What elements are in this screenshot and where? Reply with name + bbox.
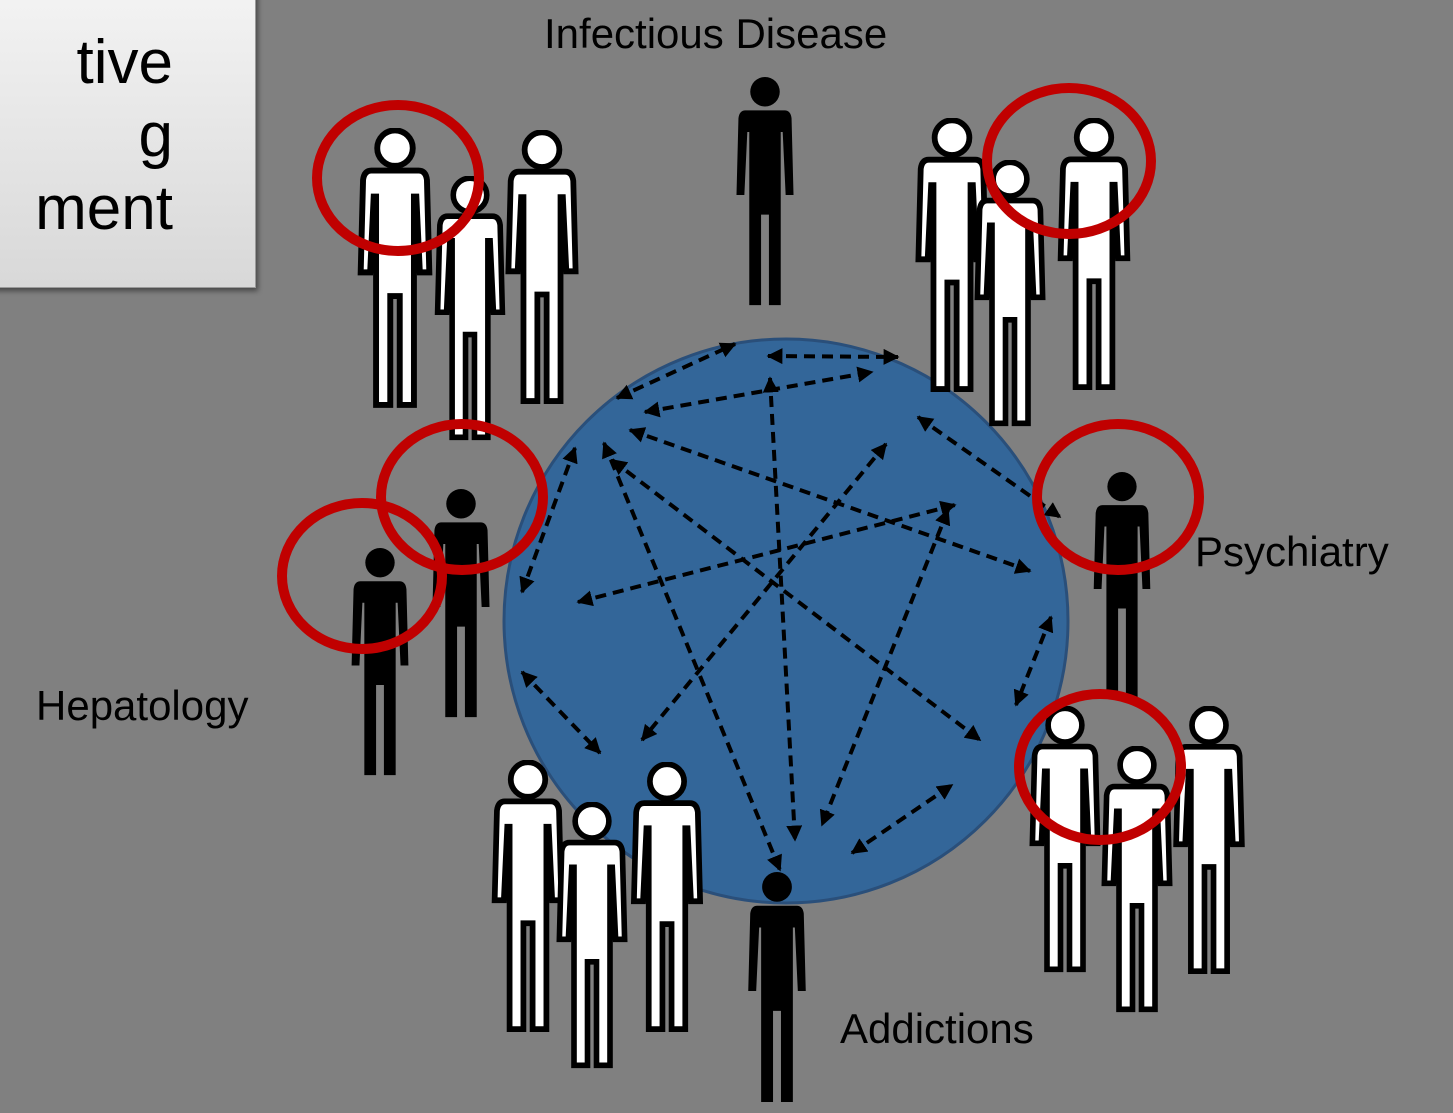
- label-psychiatry: Psychiatry: [1195, 528, 1389, 575]
- arrow-icon: [519, 446, 578, 594]
- person-icon: [1093, 471, 1151, 699]
- person-icon: [977, 162, 1042, 423]
- highlight-circle-icon: [982, 83, 1156, 239]
- arrow-icon: [1013, 615, 1054, 707]
- team-group-top-left: [361, 130, 576, 437]
- highlight-rings: [277, 83, 1204, 845]
- highlight-circle-icon: [1014, 689, 1186, 845]
- highlight-circle-icon: [376, 419, 548, 575]
- person-icon: [736, 76, 794, 306]
- person-icon: [918, 120, 985, 389]
- arrow-icon: [766, 348, 900, 365]
- person-icon: [634, 764, 700, 1029]
- label-hepatology: Hepatology: [36, 682, 249, 729]
- team-group-bottom-left: [495, 762, 700, 1065]
- highlight-circle-icon: [277, 498, 447, 654]
- person-icon: [508, 132, 575, 401]
- person-icon: [748, 871, 806, 1103]
- communication-arrows: [519, 342, 1062, 872]
- team-group-bottom-right: [1032, 708, 1241, 1009]
- arrow-icon: [520, 670, 602, 755]
- highlight-circle-icon: [1032, 419, 1204, 575]
- callout-line-3: ment: [35, 174, 173, 243]
- highlight-circle-icon: [312, 100, 484, 256]
- arrow-icon: [640, 442, 888, 742]
- person-icon: [1061, 120, 1128, 387]
- callout-box: tive g ment: [0, 0, 256, 288]
- person-icon: [495, 762, 562, 1029]
- callout-line-1: tive: [76, 28, 173, 97]
- callout-line-2: g: [138, 101, 173, 170]
- label-addictions: Addictions: [840, 1005, 1034, 1052]
- person-icon: [361, 130, 430, 405]
- arrow-icon: [643, 366, 874, 418]
- person-icon: [351, 547, 409, 776]
- person-icon: [1176, 708, 1242, 971]
- team-group-top-right: [918, 120, 1127, 423]
- person-icon: [1104, 748, 1169, 1009]
- arrow-icon: [850, 783, 954, 855]
- person-icon: [559, 804, 624, 1065]
- label-infectious-disease: Infectious Disease: [544, 10, 888, 57]
- arrow-icon: [819, 508, 951, 827]
